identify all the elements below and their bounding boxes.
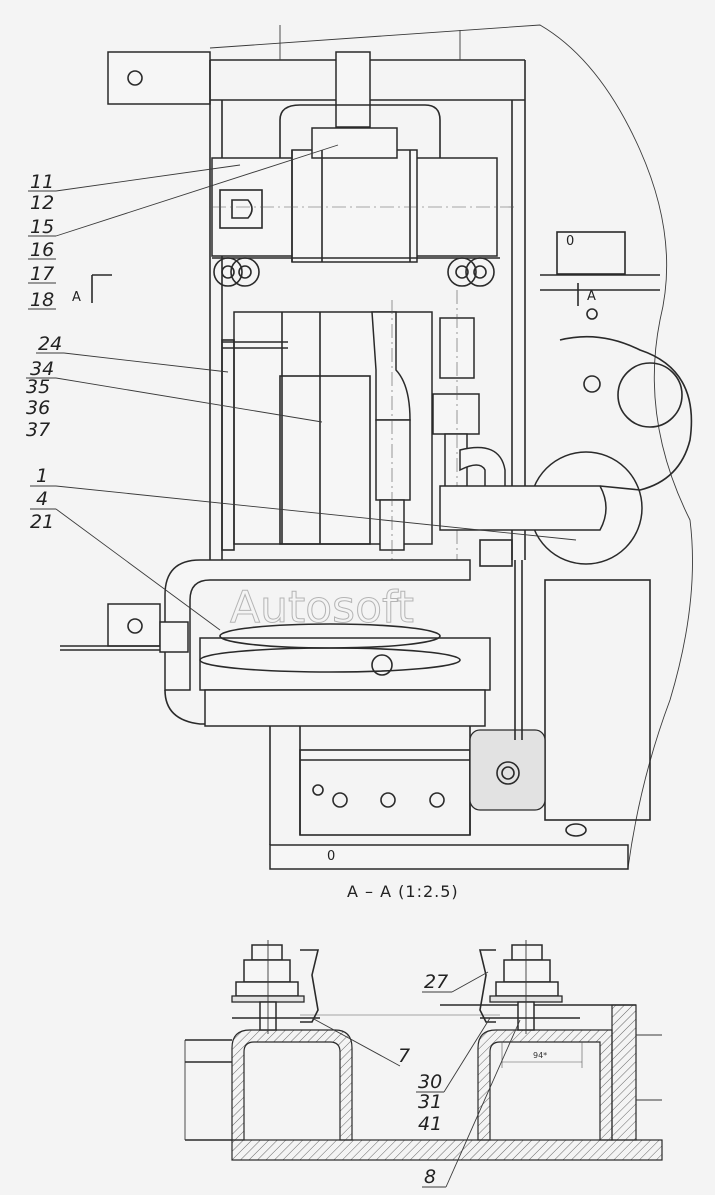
- label-30: 30: [418, 1071, 442, 1093]
- section-mark-right: A: [577, 283, 596, 306]
- section-mark-left-letter: A: [72, 290, 81, 305]
- dimension-text: 94*: [533, 1051, 547, 1060]
- watermark: Autosoft: [230, 582, 414, 633]
- label-36: 36: [26, 397, 50, 419]
- base-plate: [231, 1139, 663, 1161]
- label-31: 31: [418, 1091, 442, 1113]
- pipe-loop: [279, 104, 441, 160]
- label-7: 7: [398, 1045, 410, 1067]
- break-outline: [209, 24, 693, 869]
- main-view: Autosoft A A 0 0 11 12 15 16 17 18: [26, 24, 693, 870]
- label-24: 24: [38, 333, 62, 355]
- right-channel: [440, 1004, 662, 1141]
- rollers: [212, 257, 500, 287]
- side-box: [469, 539, 651, 837]
- label-4: 4: [36, 488, 48, 510]
- label-21: 21: [30, 511, 54, 533]
- label-35: 35: [26, 376, 50, 398]
- label-12: 12: [30, 192, 54, 214]
- cylinder-body: [221, 300, 433, 560]
- label-11: 11: [30, 171, 54, 193]
- left-channel: [185, 1029, 353, 1141]
- filter-housing: [439, 231, 693, 565]
- top-pipe: [335, 51, 371, 128]
- label-16: 16: [30, 239, 54, 261]
- label-27: 27: [424, 971, 448, 993]
- receiver-block: [211, 127, 515, 263]
- top-frame-bracket: [107, 25, 526, 105]
- label-group-2: 24 34 35 36 37: [26, 333, 323, 441]
- label-34: 34: [30, 358, 54, 380]
- bottom-plate: [269, 749, 629, 870]
- section-mark-left: A: [72, 274, 112, 305]
- left-mount: [231, 940, 320, 1034]
- zero-mark-right: 0: [566, 234, 574, 249]
- label-41: 41: [418, 1113, 442, 1135]
- label-group-1: 11 12 15 16 17 18: [28, 144, 339, 311]
- label-15: 15: [30, 216, 54, 238]
- zero-mark-bottom: 0: [327, 849, 335, 864]
- right-mount: [478, 940, 580, 1034]
- label-group-3: 1 4 21: [30, 465, 577, 631]
- dimension-94: 94*: [501, 1042, 583, 1068]
- label-17: 17: [30, 263, 54, 285]
- section-caption: A – A (1:2.5): [347, 882, 459, 901]
- section-view: 94* 27 7 30 31 41 8: [184, 940, 663, 1188]
- section-mark-right-letter: A: [587, 289, 596, 304]
- label-18: 18: [30, 289, 54, 311]
- lower-frame: [60, 559, 491, 727]
- label-8: 8: [424, 1166, 436, 1188]
- section-labels: 27 7 30 31 41 8: [311, 971, 521, 1188]
- label-37: 37: [26, 419, 50, 441]
- label-1: 1: [36, 465, 48, 487]
